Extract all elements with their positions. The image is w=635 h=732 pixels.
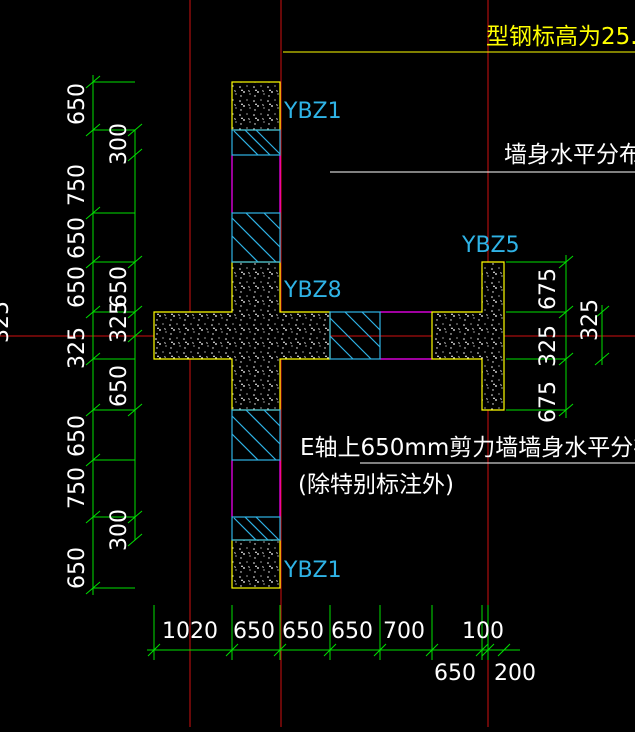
left-inner-dim-2: 650 bbox=[107, 266, 132, 308]
left-outer-dim-4: 650 bbox=[65, 266, 90, 308]
left-outer-dim-2: 750 bbox=[65, 164, 90, 206]
wall-rebar-note-main: E轴上650mm剪力墙墙身水平分布筋Φ bbox=[300, 435, 635, 461]
dimension-tick bbox=[127, 403, 143, 417]
dimension-tick bbox=[594, 305, 610, 319]
bottom-dimensions: 1020 650 650 650 700 100 650 200 bbox=[162, 619, 536, 686]
right-outer-dim-1: 675 bbox=[536, 268, 561, 310]
ybz1-bottom-column bbox=[231, 539, 281, 589]
bottom-dim-8: 200 bbox=[494, 661, 536, 686]
dimension-tick bbox=[127, 533, 143, 547]
wall-connectors bbox=[231, 155, 432, 517]
left-outer-dim-1: 650 bbox=[65, 83, 90, 125]
right-dimensions: 675 325 675 325 bbox=[536, 268, 603, 423]
wall-rebar-note-sub: (除特别标注外) bbox=[298, 472, 454, 498]
dimension-ticks bbox=[85, 75, 610, 660]
left-outer-dim-3: 650 bbox=[65, 217, 90, 259]
steel-elevation-title: 型钢标高为25.75 bbox=[486, 24, 635, 50]
dimension-tick bbox=[127, 305, 143, 319]
left-outer-dim-8: 650 bbox=[65, 547, 90, 589]
bottom-dim-3: 650 bbox=[282, 619, 324, 644]
left-inner-dimensions: 300 650 325 650 300 bbox=[107, 123, 132, 551]
left-outer-dim-6: 650 bbox=[65, 415, 90, 457]
wall-rebar-note-top: 墙身水平分布筋 bbox=[504, 142, 635, 168]
bottom-dim-4: 650 bbox=[331, 619, 373, 644]
label-ybz5: YBZ5 bbox=[461, 233, 520, 258]
bottom-dim-1: 1020 bbox=[162, 619, 218, 644]
dimension-tick bbox=[127, 510, 143, 524]
left-dimension-lines bbox=[92, 75, 136, 595]
dimension-tick bbox=[594, 352, 610, 366]
right-inner-dim-1: 325 bbox=[578, 299, 603, 341]
dimension-tick bbox=[497, 643, 511, 657]
right-outer-dim-2: 325 bbox=[536, 325, 561, 367]
ybz5-t-column bbox=[431, 261, 505, 411]
label-ybz1-bottom: YBZ1 bbox=[283, 558, 342, 583]
label-ybz8: YBZ8 bbox=[283, 278, 342, 303]
left-outer-dim-5: 325 bbox=[65, 327, 90, 369]
left-inner-dim-5: 300 bbox=[107, 509, 132, 551]
left-inner-dim-1: 300 bbox=[107, 123, 132, 165]
left-inner-dim-4: 650 bbox=[107, 365, 132, 407]
right-dimension-lines bbox=[565, 255, 603, 418]
dimension-tick bbox=[127, 123, 143, 137]
bottom-dim-7: 650 bbox=[434, 661, 476, 686]
bottom-dim-6: 100 bbox=[462, 619, 504, 644]
hatched-blocks bbox=[231, 129, 381, 541]
dimension-tick bbox=[127, 148, 143, 162]
left-edge-dim: 325 bbox=[0, 301, 14, 343]
left-inner-dim-3: 325 bbox=[107, 301, 132, 343]
right-outer-dim-3: 675 bbox=[536, 381, 561, 423]
dimension-tick bbox=[127, 329, 143, 343]
bottom-dim-2: 650 bbox=[233, 619, 275, 644]
label-ybz1-top: YBZ1 bbox=[283, 99, 342, 124]
ybz1-top-column bbox=[231, 81, 281, 131]
left-outer-dimensions: 650 750 650 650 325 650 750 650 bbox=[65, 83, 90, 589]
dimension-tick bbox=[127, 255, 143, 269]
bottom-dim-5: 700 bbox=[383, 619, 425, 644]
left-outer-dim-7: 750 bbox=[65, 467, 90, 509]
